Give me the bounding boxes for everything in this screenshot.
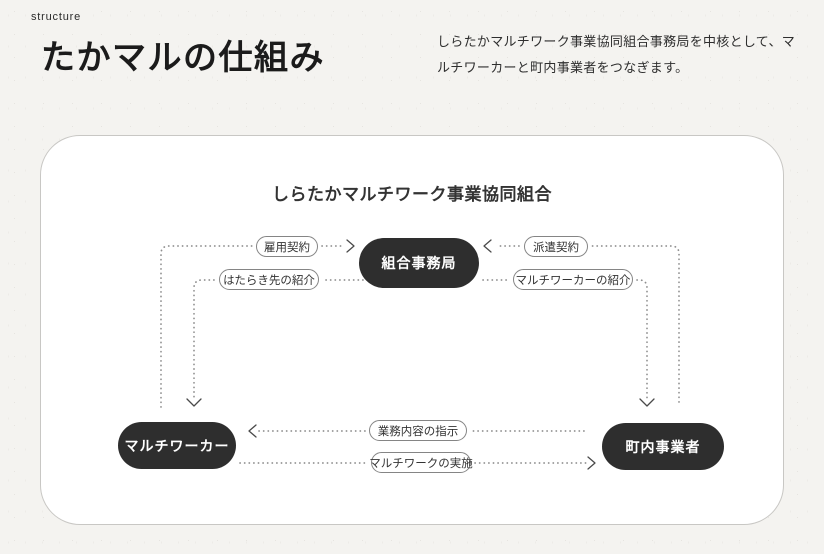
- relation-worker-introduction: マルチワーカーの紹介: [513, 269, 633, 290]
- section-description: しらたかマルチワーク事業協同組合事務局を中核として、マルチワーカーと町内事業者を…: [437, 34, 796, 75]
- arrowhead-down-to-business: [639, 398, 655, 407]
- relation-lines: [160, 239, 680, 470]
- line-business-to-office-right: [590, 245, 680, 403]
- node-union-office: 組合事務局: [359, 238, 479, 288]
- diagram-title: しらたかマルチワーク事業協同組合: [272, 185, 552, 204]
- relation-multiwork-execution: マルチワークの実施: [369, 452, 473, 473]
- node-multi-worker: マルチワーカー: [118, 422, 236, 469]
- line-workerintro-to-business: [636, 279, 648, 400]
- relation-workplace-introduction: はたらき先の紹介: [219, 269, 319, 290]
- arrowhead-right-to-business: [587, 456, 596, 470]
- relation-employment-contract: 雇用契約: [256, 236, 318, 257]
- relation-work-instruction: 業務内容の指示: [369, 420, 467, 441]
- diagram-card: しらたかマルチワーク事業協同組合: [40, 135, 784, 525]
- section-eyebrow: structure: [31, 11, 81, 23]
- line-workplace-to-worker: [193, 279, 215, 400]
- relation-dispatch-contract: 派遣契約: [524, 236, 588, 257]
- line-worker-to-office-left: [160, 245, 253, 408]
- node-town-business: 町内事業者: [602, 423, 724, 470]
- arrowhead-left-to-worker: [248, 424, 257, 438]
- arrowhead-right-to-office: [346, 239, 355, 253]
- section-title: たかマルの仕組み: [41, 39, 325, 77]
- arrowhead-left-to-office: [483, 239, 492, 253]
- arrowhead-down-to-worker: [186, 398, 202, 407]
